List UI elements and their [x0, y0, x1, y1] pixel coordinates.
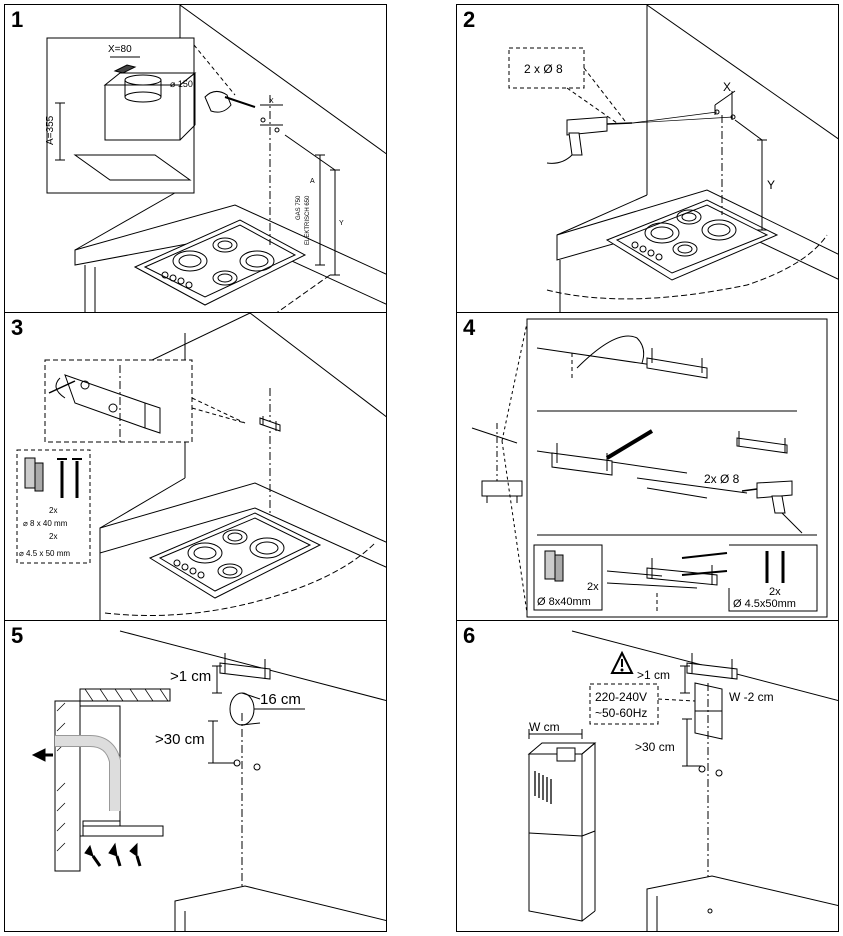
- panel-step-1: 1: [4, 4, 387, 313]
- drill-size-label: 2x Ø 8: [704, 472, 740, 486]
- frequency-label: ~50-60Hz: [595, 706, 647, 720]
- step-3-illustration: 2x ⌀ 8 x 40 mm 2x ⌀ 4.5 x 50 mm: [16, 313, 386, 620]
- panel-step-2: 2 2 x Ø 8 X Y: [456, 4, 839, 313]
- dim-x-label: X: [269, 98, 274, 105]
- dim-y-label: Y: [767, 178, 775, 192]
- step-1-illustration: X=80 ⌀ 150 A=355 A X Y GAS 750 ELEKTRISC…: [45, 5, 386, 312]
- step-number: 2: [463, 7, 476, 32]
- drill-size-label: 2 x Ø 8: [524, 62, 563, 76]
- duct-size-label: 16 cm: [260, 691, 301, 708]
- panel-step-4: 4: [456, 312, 839, 621]
- step-4-illustration: 2x Ø 8 2x Ø 8x40mm 2x Ø 4.5x50mm: [471, 318, 828, 618]
- voltage-label: 220-240V: [595, 690, 647, 704]
- step-number: 1: [11, 7, 24, 32]
- plug-size-label: Ø 8x40mm: [537, 596, 591, 608]
- qty-plugs-label: 2x: [587, 581, 599, 593]
- step-number: 3: [11, 315, 24, 340]
- screw-size-label: Ø 4.5x50mm: [733, 598, 796, 610]
- duct-diameter-label: ⌀ 150: [170, 79, 193, 89]
- dim-x-label: X: [723, 80, 731, 94]
- step-6-illustration: >1 cm 220-240V ~50-60Hz W -2 cm W cm >30…: [527, 630, 838, 931]
- step-2-illustration: 2 x Ø 8 X Y: [508, 5, 838, 312]
- hood-height-label: A=355: [45, 115, 56, 145]
- width-minus-label: W -2 cm: [729, 690, 774, 704]
- step-number: 5: [11, 623, 24, 648]
- electric-label: ELEKTRISCH 650: [305, 195, 311, 245]
- step-number: 6: [463, 623, 476, 648]
- dim-y-label: Y: [339, 220, 344, 227]
- qty-screws-label: 2x: [769, 586, 781, 598]
- gap-side-label: >30 cm: [635, 740, 675, 754]
- gas-label: GAS 750: [296, 195, 302, 220]
- panel-step-3: 3 2x ⌀ 8: [4, 312, 387, 621]
- gap-side-label: >30 cm: [155, 731, 205, 748]
- qty-screws-label: 2x: [49, 532, 57, 541]
- gap-top-label: >1 cm: [637, 668, 670, 682]
- hood-width-label: X=80: [108, 44, 132, 55]
- dim-a-label: A: [310, 178, 315, 185]
- step-number: 4: [463, 315, 476, 340]
- width-label: W cm: [529, 720, 560, 734]
- gap-top-label: >1 cm: [170, 668, 211, 685]
- plug-size-label: ⌀ 8 x 40 mm: [23, 519, 68, 528]
- qty-plugs-label: 2x: [49, 506, 57, 515]
- step-5-illustration: >1 cm 16 cm >30 cm: [31, 630, 386, 931]
- screw-size-label: ⌀ 4.5 x 50 mm: [19, 549, 70, 558]
- panel-step-6: 6: [456, 620, 839, 932]
- panel-step-5: 5: [4, 620, 387, 932]
